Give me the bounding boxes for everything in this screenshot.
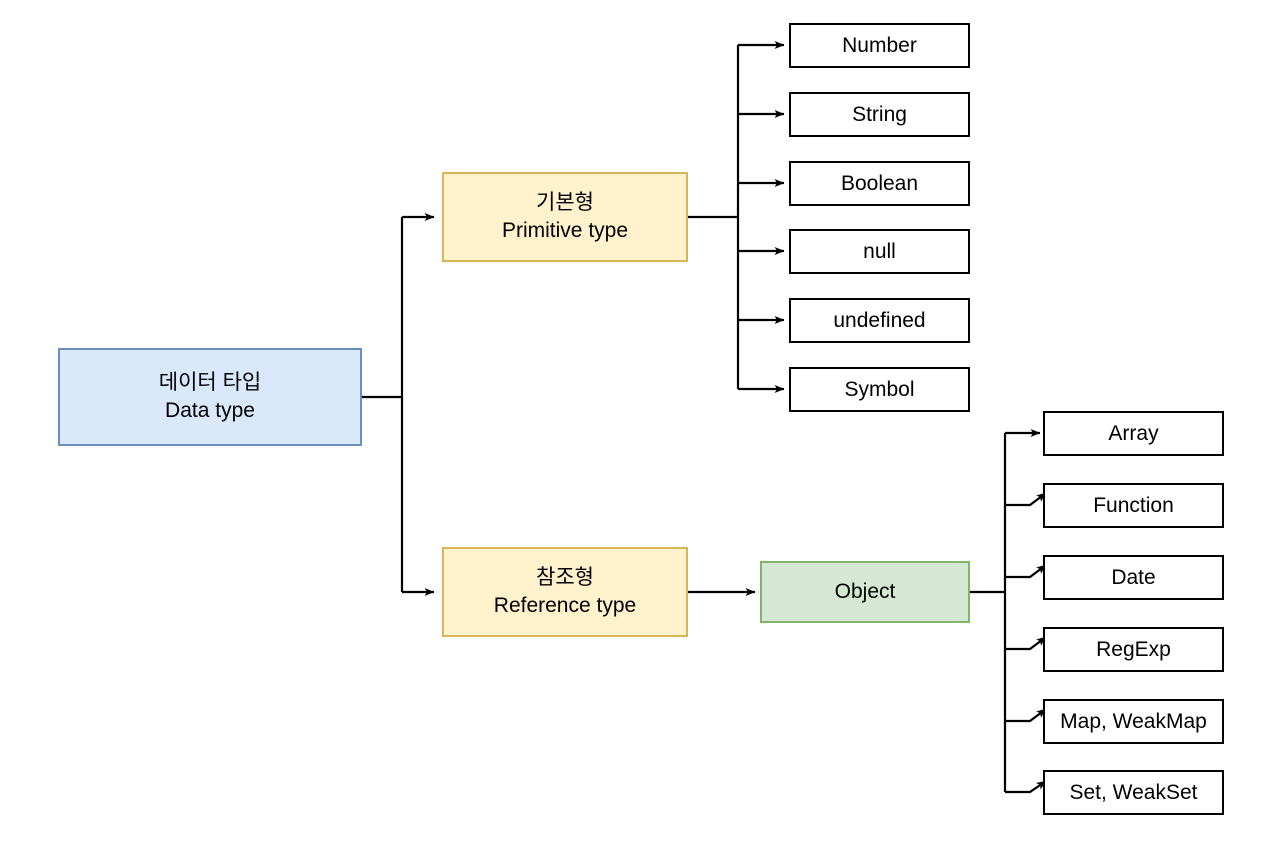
- node-reference-type-label-ko: 참조형: [536, 566, 594, 590]
- node-regexp-label: RegExp: [1096, 637, 1171, 661]
- node-primitive-type-label-en: Primitive type: [501, 219, 629, 242]
- node-set-weakset[interactable]: Set, WeakSet: [1043, 770, 1224, 815]
- node-undefined-label: undefined: [833, 308, 926, 332]
- node-undefined[interactable]: undefined: [789, 298, 970, 343]
- edge-object-function: [1005, 492, 1047, 507]
- node-boolean-label: Boolean: [840, 171, 919, 195]
- node-number-label: Number: [842, 33, 917, 57]
- node-null[interactable]: null: [789, 229, 970, 274]
- node-data-type-label-en: Data type: [165, 399, 255, 422]
- node-reference-type[interactable]: 참조형 Reference type: [442, 547, 688, 637]
- node-number[interactable]: Number: [789, 23, 970, 68]
- node-array-label: Array: [1108, 421, 1159, 445]
- node-reference-type-label-en: Reference type: [493, 594, 637, 617]
- node-object[interactable]: Object: [760, 561, 970, 623]
- node-data-type-label-ko: 데이터 타입: [158, 371, 262, 395]
- node-set-weakset-label: Set, WeakSet: [1069, 780, 1198, 804]
- node-symbol-label: Symbol: [844, 377, 915, 401]
- node-array[interactable]: Array: [1043, 411, 1224, 456]
- node-object-label: Object: [834, 580, 896, 604]
- node-primitive-type-label-ko: 기본형: [536, 191, 594, 215]
- node-string-label: String: [852, 102, 907, 126]
- node-map-weakmap[interactable]: Map, WeakMap: [1043, 699, 1224, 744]
- edge-object-set: [1005, 780, 1047, 794]
- node-map-weakmap-label: Map, WeakMap: [1060, 709, 1207, 733]
- node-string[interactable]: String: [789, 92, 970, 137]
- node-function-label: Function: [1093, 493, 1174, 517]
- node-function[interactable]: Function: [1043, 483, 1224, 528]
- node-date[interactable]: Date: [1043, 555, 1224, 600]
- edge-object-regexp: [1005, 636, 1047, 651]
- node-regexp[interactable]: RegExp: [1043, 627, 1224, 672]
- node-data-type[interactable]: 데이터 타입 Data type: [58, 348, 362, 446]
- node-null-label: null: [863, 239, 896, 263]
- node-primitive-type[interactable]: 기본형 Primitive type: [442, 172, 688, 262]
- node-boolean[interactable]: Boolean: [789, 161, 970, 206]
- edge-object-date: [1005, 564, 1047, 579]
- node-symbol[interactable]: Symbol: [789, 367, 970, 412]
- edge-object-map: [1005, 708, 1047, 723]
- node-date-label: Date: [1111, 565, 1156, 589]
